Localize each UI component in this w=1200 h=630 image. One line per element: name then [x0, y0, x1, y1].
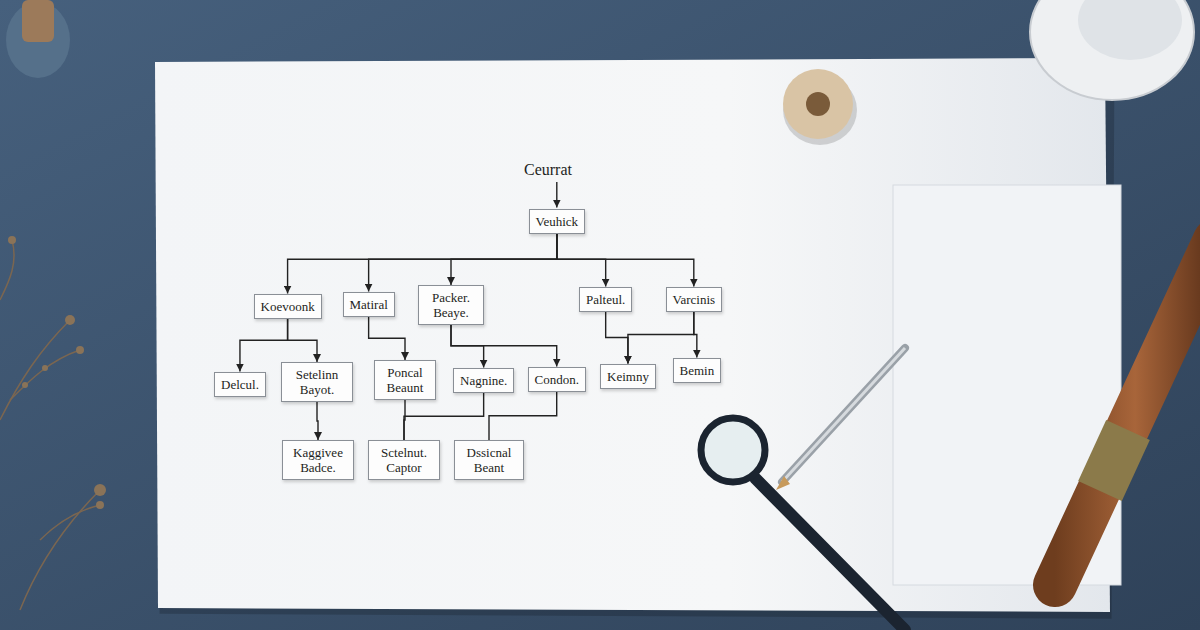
- node-label: Bemin: [680, 363, 715, 378]
- note-box: Packer. Beaye.: [418, 285, 484, 325]
- tree-connector: [369, 234, 557, 292]
- note-box: Kaggivee Badce.: [282, 440, 354, 480]
- node-label: Kaggivee Badce.: [289, 445, 347, 475]
- note-box: Sctelnut. Captor: [368, 440, 440, 480]
- tree-connector: [557, 234, 694, 287]
- tree-connector: [628, 312, 694, 364]
- tree-connector: [317, 402, 318, 440]
- note-box: Koevoonk: [254, 294, 322, 319]
- node-label: Nagnine.: [460, 373, 507, 388]
- ink-bottle: [6, 0, 70, 78]
- note-box: Varcinis: [666, 287, 723, 312]
- node-label: Poncal Beaunt: [381, 365, 429, 395]
- note-box: Delcul.: [214, 372, 266, 397]
- node-label: Veuhick: [536, 214, 579, 229]
- note-box: Nagnine.: [453, 368, 514, 393]
- tree-connector: [451, 325, 557, 367]
- node-label: Varcinis: [673, 292, 716, 307]
- wooden-spool: [783, 69, 857, 145]
- node-label: Condon.: [535, 372, 579, 387]
- tree-connector: [369, 317, 405, 361]
- leader-arrow: [556, 182, 557, 208]
- node-label: Dssicnal Beant: [461, 445, 517, 475]
- tree-connector: [606, 312, 628, 364]
- note-box: Veuhick: [529, 209, 586, 234]
- wooden-rod: [1055, 240, 1200, 585]
- note-box: Bemin: [673, 358, 722, 383]
- note-box: Setelinn Bayot.: [281, 362, 353, 402]
- node-label: Packer. Beaye.: [425, 290, 477, 320]
- note-box: Matiral: [343, 292, 395, 317]
- pencil: [776, 348, 905, 490]
- tree-connector: [288, 319, 317, 363]
- note-box: Dssicnal Beant: [454, 440, 524, 480]
- tree-connector: [451, 234, 557, 286]
- note-box: Poncal Beaunt: [374, 360, 436, 400]
- node-label: Sctelnut. Captor: [375, 445, 433, 475]
- node-label: Palteul.: [586, 292, 625, 307]
- dried-flowers: [0, 240, 100, 610]
- flower-heads: [8, 236, 106, 509]
- tree-connector: [489, 392, 557, 441]
- node-label: Setelinn Bayot.: [288, 367, 346, 397]
- tree-connector: [694, 312, 697, 358]
- tree-connector: [557, 234, 606, 287]
- ceramic-bowl: [1030, 0, 1194, 100]
- node-label: Delcul.: [221, 377, 259, 392]
- note-box: Palteul.: [579, 287, 632, 312]
- node-label: Keimny: [607, 369, 649, 384]
- node-label: Matiral: [350, 297, 388, 312]
- note-box: Condon.: [528, 367, 586, 392]
- node-label: Koevoonk: [261, 299, 315, 314]
- top-label: Ceurrat: [524, 161, 572, 179]
- note-box: Keimny: [600, 364, 656, 389]
- magnifying-glass: [701, 418, 905, 630]
